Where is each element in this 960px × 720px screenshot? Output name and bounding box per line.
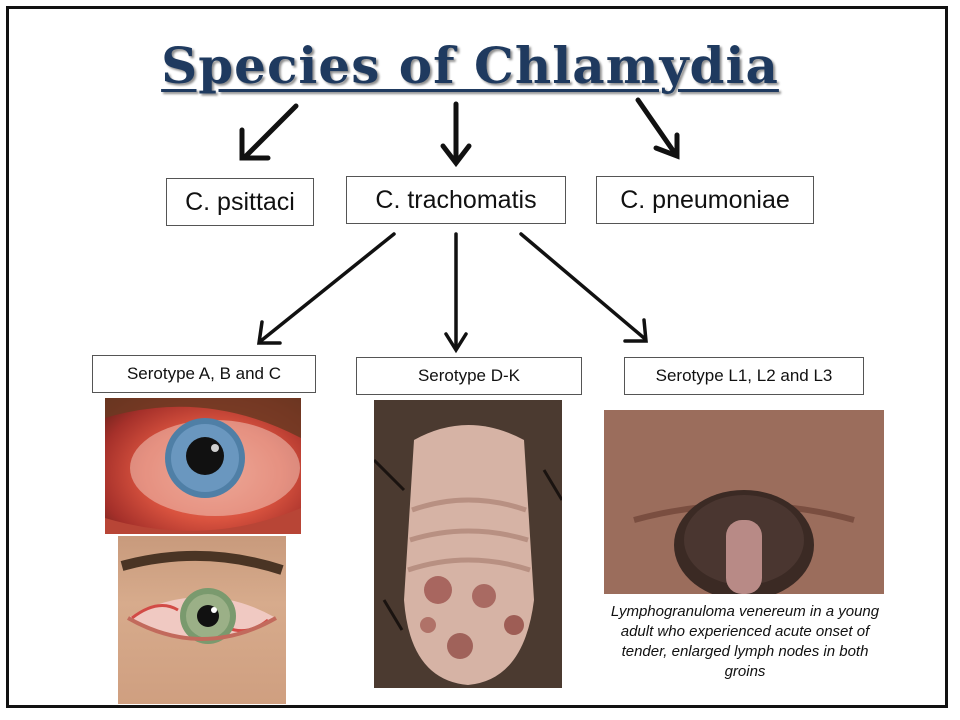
serotype-abc: Serotype A, B and C xyxy=(92,355,316,393)
arrow-to-serotype-l xyxy=(519,232,646,340)
eye-photo-inflamed xyxy=(105,398,301,534)
species-trachomatis-label: C. trachomatis xyxy=(375,185,537,214)
arrow-to-psittaci xyxy=(243,103,299,159)
lgv-caption: Lymphogranuloma venereum in a young adul… xyxy=(610,603,880,680)
serotype-l-label: Serotype L1, L2 and L3 xyxy=(655,366,833,385)
lgv-photo xyxy=(604,410,884,594)
slide-title: Species of Chlamydia xyxy=(161,36,779,95)
arrowhead-trachomatis xyxy=(440,143,472,168)
arrowhead-serotype-dk xyxy=(444,332,468,354)
eye-photo-conjunctivitis xyxy=(118,536,286,704)
arrowhead-pneumoniae xyxy=(653,132,680,160)
serotype-l: Serotype L1, L2 and L3 xyxy=(624,357,864,395)
species-psittaci: C. psittaci xyxy=(166,178,314,226)
arrowhead-serotype-l xyxy=(623,318,648,343)
lesion-photo-dk xyxy=(374,400,562,688)
arrowhead-psittaci xyxy=(239,127,271,161)
species-psittaci-label: C. psittaci xyxy=(185,187,295,216)
serotype-abc-label: Serotype A, B and C xyxy=(126,364,282,383)
species-pneumoniae-label: C. pneumoniae xyxy=(620,185,790,214)
arrow-to-serotype-abc xyxy=(260,232,396,342)
arrow-to-pneumoniae xyxy=(635,97,677,155)
serotype-dk-label: Serotype D-K xyxy=(417,366,521,385)
species-pneumoniae: C. pneumoniae xyxy=(596,176,814,224)
slide-frame xyxy=(6,6,948,708)
arrowhead-serotype-abc xyxy=(256,320,282,345)
serotype-dk: Serotype D-K xyxy=(356,357,582,395)
species-trachomatis: C. trachomatis xyxy=(346,176,566,224)
